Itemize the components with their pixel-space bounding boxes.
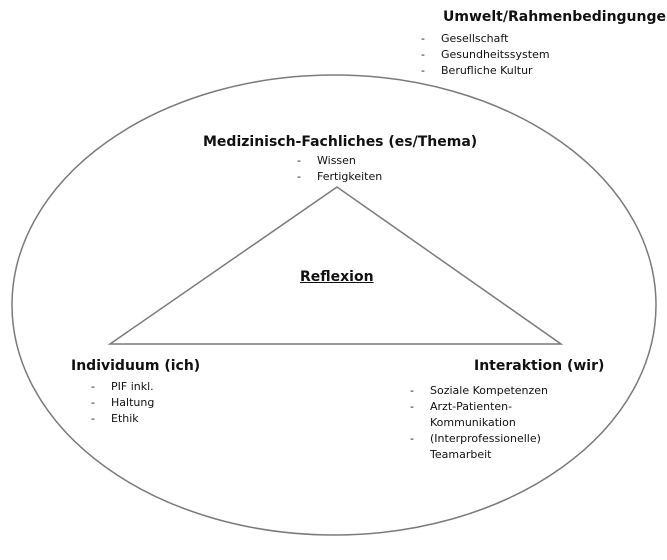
individual-block: Individuum (ich) PIF inkl. Haltung Ethik [71,358,200,427]
reflection-label: Reflexion [300,269,374,285]
list-item: Gesellschaft [421,31,667,47]
list-item: Soziale Kompetenzen [410,383,580,399]
list-item: Berufliche Kultur [421,63,667,79]
environment-title: Umwelt/Rahmenbedingungen [443,9,667,25]
individual-title: Individuum (ich) [71,358,201,374]
interaction-list: Soziale Kompetenzen Arzt-Patienten- Komm… [410,383,580,463]
environment-list: Gesellschaft Gesundheitssystem Beruflich… [421,31,667,79]
reflection-triangle [107,186,564,345]
environment-ellipse [11,74,657,536]
list-item: Ethik [91,411,200,427]
interaction-title: Interaktion (wir) [474,358,605,374]
list-item: Gesundheitssystem [421,47,667,63]
list-item: Fertigkeiten [297,169,477,185]
subject-list: Wissen Fertigkeiten [297,153,477,185]
list-item: (Interprofessionelle) Teamarbeit [410,431,560,463]
subject-title: Medizinisch-Fachliches (es/Thema) [203,134,478,150]
list-item: PIF inkl. [91,379,200,395]
individual-list: PIF inkl. Haltung Ethik [91,379,200,427]
list-item: Arzt-Patienten- Kommunikation [410,399,540,431]
environment-block: Umwelt/Rahmenbedingungen Gesellschaft Ge… [421,9,667,79]
subject-block: Medizinisch-Fachliches (es/Thema) Wissen… [203,134,477,185]
interaction-block: Interaktion (wir) Soziale Kompetenzen Ar… [410,358,605,463]
list-item: Haltung [91,395,200,411]
list-item: Wissen [297,153,477,169]
